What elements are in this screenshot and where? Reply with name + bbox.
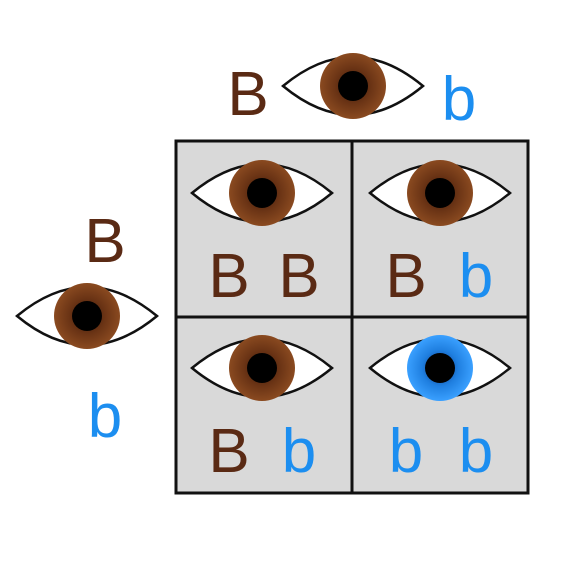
cell-allele-1: B	[385, 242, 426, 311]
cell-allele-2: b	[282, 417, 316, 486]
offspring-blue-eye-icon	[368, 335, 512, 401]
top-allele-left: B	[227, 60, 268, 129]
left-allele-top: B	[84, 207, 125, 276]
offspring-cell-Bb-bottom-left: B b	[190, 335, 334, 486]
offspring-brown-eye-icon	[190, 160, 334, 226]
left-parent: B b	[15, 207, 159, 451]
left-allele-bottom: b	[88, 382, 122, 451]
grid-cell-bottom-right	[350, 315, 530, 495]
cell-allele-2: B	[278, 242, 319, 311]
cell-allele-2: b	[459, 417, 493, 486]
offspring-cell-Bb-top-right: B b	[368, 160, 512, 311]
left-parent-brown-eye-icon	[15, 283, 159, 349]
offspring-brown-eye-icon	[190, 335, 334, 401]
cell-allele-1: B	[208, 417, 249, 486]
top-parent-brown-eye-icon	[281, 53, 425, 119]
cell-allele-1: b	[389, 417, 423, 486]
offspring-cell-bb: b b	[368, 335, 512, 486]
cell-allele-2: b	[459, 242, 493, 311]
cell-allele-1: B	[208, 242, 249, 311]
top-allele-right: b	[442, 65, 476, 134]
offspring-cell-BB: B B	[190, 160, 334, 311]
top-parent: B b	[227, 53, 476, 134]
offspring-brown-eye-icon	[368, 160, 512, 226]
